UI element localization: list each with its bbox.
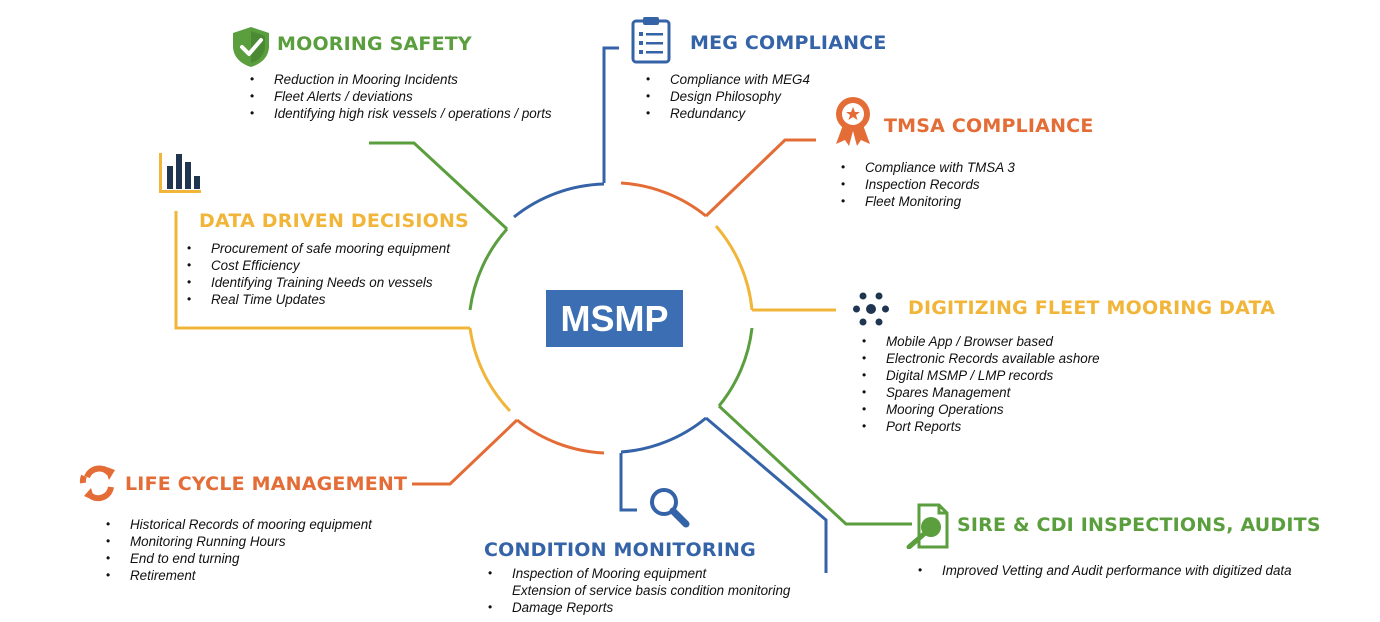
list-item: Extension of service basis condition mon… [512,583,791,598]
life-cycle-title: LIFE CYCLE MANAGEMENT [125,473,408,495]
tmsa-compliance-list: Compliance with TMSA 3 Inspection Record… [841,159,1015,210]
list-item: Compliance with TMSA 3 [841,159,1015,176]
list-item: Electronic Records available ashore [862,350,1100,367]
list-item: Real Time Updates [187,291,450,308]
sire-cdi-list: Improved Vetting and Audit performance w… [918,562,1292,579]
data-driven-title: DATA DRIVEN DECISIONS [199,210,469,232]
award-ribbon-icon [836,97,870,146]
clipboard-checklist-icon [631,17,671,64]
digitizing-list: Mobile App / Browser based Electronic Re… [862,333,1100,435]
connector-mooring-safety [369,141,509,231]
list-item: Mobile App / Browser based [862,333,1100,350]
list-item: Identifying Training Needs on vessels [187,274,450,291]
arc-orange-bottom [516,418,605,455]
meg-compliance-title: MEG COMPLIANCE [690,32,887,54]
digitizing-title: DIGITIZING FLEET MOORING DATA [908,297,1276,319]
mooring-safety-list: Reduction in Mooring Incidents Fleet Ale… [250,71,552,122]
sire-cdi-title: SIRE & CDI INSPECTIONS, AUDITS [957,514,1321,536]
data-driven-list: Procurement of safe mooring equipment Co… [187,240,450,308]
connector-meg-compliance [602,46,619,183]
list-item: Spares Management [862,384,1100,401]
dot-cluster-icon [853,292,889,326]
condition-monitoring-list: Inspection of Mooring equipment Extensio… [488,565,790,616]
list-item: Compliance with MEG4 [646,71,810,88]
list-item: Mooring Operations [862,401,1100,418]
list-item: Procurement of safe mooring equipment [187,240,450,257]
list-item: Reduction in Mooring Incidents [250,71,552,88]
connector-sire-cdi [717,404,912,526]
list-item: Identifying high risk vessels / operatio… [250,105,552,122]
arc-blue-top [513,182,605,219]
arc-green-right [717,327,754,407]
list-item: Improved Vetting and Audit performance w… [918,562,1292,579]
connector-tmsa-compliance [704,138,816,218]
list-item: Inspection Records [841,176,1015,193]
hub-label: MSMP [546,290,683,347]
arc-yellow-left [468,327,512,413]
list-item: Cost Efficiency [187,257,450,274]
arc-orange-top [620,181,707,218]
connector-data-driven [174,211,470,330]
document-search-icon [906,503,949,549]
list-item: Monitoring Running Hours [106,533,372,550]
connector-condition [619,453,637,512]
list-item: Retirement [106,567,372,584]
arc-green-left [468,228,509,311]
list-item: Historical Records of mooring equipment [106,516,372,533]
tmsa-compliance-title: TMSA COMPLIANCE [884,115,1094,137]
connector-life-cycle [412,418,519,486]
list-item: Digital MSMP / LMP records [862,367,1100,384]
shield-check-icon [233,27,269,67]
recycle-arrows-icon [79,465,115,502]
list-item: Redundancy [646,105,810,122]
life-cycle-list: Historical Records of mooring equipment … [106,516,372,584]
list-item: End to end turning [106,550,372,567]
list-item: Damage Reports [488,599,790,616]
list-item: Inspection of Mooring equipment [488,565,790,582]
list-item: Fleet Monitoring [841,193,1015,210]
connector-condition-right [705,416,828,573]
arc-blue-bottom [620,416,707,454]
list-item: Design Philosophy [646,88,810,105]
list-item: Port Reports [862,418,1100,435]
list-item: Fleet Alerts / deviations [250,88,552,105]
mooring-safety-title: MOORING SAFETY [277,33,472,55]
condition-monitoring-title: CONDITION MONITORING [484,539,756,561]
bar-chart-icon [159,153,201,193]
magnifier-icon [650,488,690,528]
arc-yellow-right [714,225,754,311]
meg-compliance-list: Compliance with MEG4 Design Philosophy R… [646,71,810,122]
